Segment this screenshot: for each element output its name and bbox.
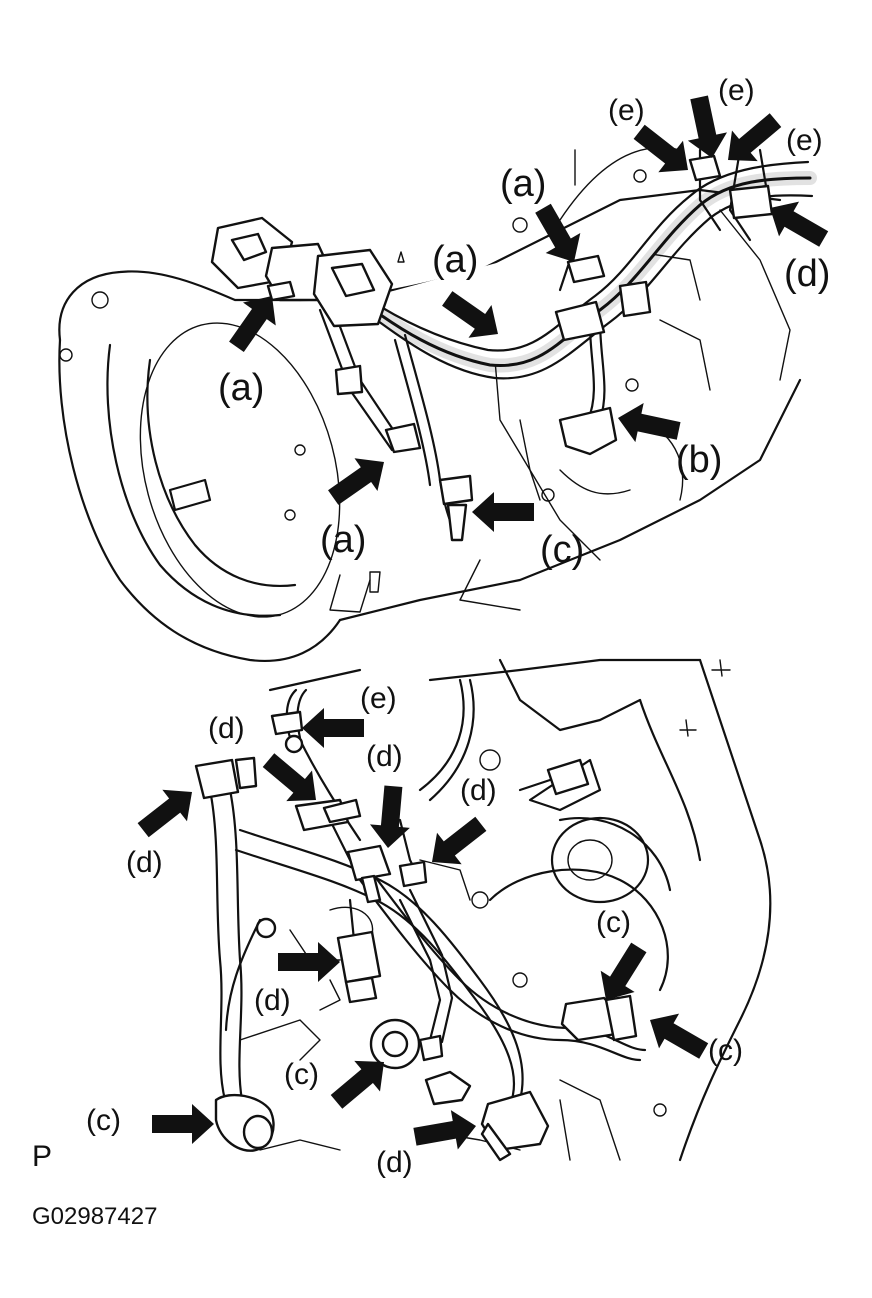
label-e-top: (e): [360, 682, 397, 715]
view-marker: P: [32, 1140, 52, 1173]
callout-arrow-icon: [229, 296, 276, 352]
callout-arrow-icon: [413, 1110, 476, 1150]
label-e-right: (c): [708, 1034, 743, 1067]
callout-arrow-icon: [432, 816, 487, 865]
label-d-upper-left: (d): [208, 712, 245, 745]
bottom-view: (e) (d) (d) (d) (d) (d) (d) (c) (c) (c) …: [86, 658, 772, 1179]
label-e-center: (e): [718, 74, 755, 107]
label-d-center: (d): [366, 740, 403, 773]
callout-arrow-icon: [618, 403, 681, 443]
label-c-middle: (d): [254, 984, 291, 1017]
label-c: (c): [540, 529, 584, 571]
callout-arrow-icon: [262, 753, 316, 802]
label-a-upper: (a): [500, 163, 546, 205]
callout-arrow-icon: [600, 942, 647, 1000]
labels-top: (a) (a) (a) (a) (b) (c) (d) (e) (e) (e): [218, 74, 830, 571]
connectors-bottom: [194, 710, 638, 1162]
callout-arrow-icon: [328, 458, 384, 505]
callout-arrow-icon: [633, 124, 688, 173]
label-c-right: (c): [596, 906, 631, 939]
label-c-left: (c): [86, 1104, 121, 1137]
label-a-bottom: (a): [320, 519, 366, 561]
label-b: (b): [676, 439, 722, 481]
callout-arrow-icon: [535, 203, 581, 262]
callout-arrow-icon: [330, 1060, 384, 1109]
label-a-middle: (a): [432, 239, 478, 281]
callout-arrow-icon: [442, 291, 498, 338]
callout-arrow-icon: [369, 785, 410, 848]
label-d: (d): [784, 253, 830, 295]
label-d-bottom: (d): [376, 1146, 413, 1179]
callout-arrow-icon: [302, 708, 364, 748]
connectors-top: [210, 154, 774, 542]
callout-arrow-icon: [650, 1013, 709, 1059]
label-d-left: (d): [126, 846, 163, 879]
label-a-left: (a): [218, 367, 264, 409]
callout-arrow-icon: [770, 201, 829, 247]
callouts-top: [229, 95, 829, 532]
top-view: (a) (a) (a) (a) (b) (c) (d) (e) (e) (e): [58, 74, 830, 662]
label-c-lower: (c): [284, 1058, 319, 1091]
callout-arrow-icon: [152, 1104, 214, 1144]
callout-arrow-icon: [278, 942, 340, 982]
callout-arrow-icon: [472, 492, 534, 532]
figure-id: G02987427: [32, 1203, 157, 1230]
label-d-right: (d): [460, 774, 497, 807]
callouts-bottom: [137, 708, 709, 1150]
labels-bottom: (e) (d) (d) (d) (d) (d) (d) (c) (c) (c) …: [86, 682, 743, 1179]
callout-arrow-icon: [687, 95, 727, 158]
callout-arrow-icon: [728, 113, 782, 162]
callout-arrow-icon: [137, 789, 192, 838]
label-e-left: (e): [608, 94, 645, 127]
label-e-right: (e): [786, 124, 823, 157]
